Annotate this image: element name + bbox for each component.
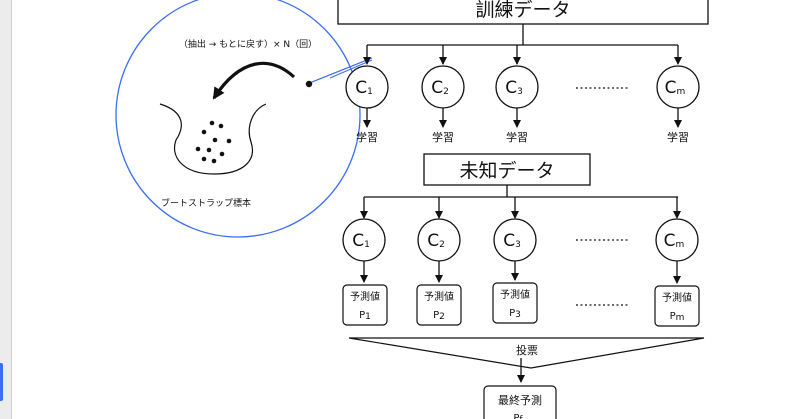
svg-text:C1: C1 — [355, 78, 373, 98]
unknown-section: 未知データ C1 予測値 P1 C2 予測値 P2 C3 予測値 — [342, 153, 700, 327]
train-classifier-m: Cm 学習 — [656, 45, 700, 144]
svg-text:Pm: Pm — [670, 311, 685, 323]
prediction-box-3 — [492, 282, 538, 324]
svg-text:予測値: 予測値 — [662, 291, 692, 304]
bootstrap-sample-label: ブートストラップ標本 — [161, 197, 251, 209]
prediction-box-2 — [416, 284, 462, 326]
final-prediction-box — [483, 385, 557, 419]
sampled-point — [305, 80, 313, 88]
svg-text:P3: P3 — [509, 308, 521, 320]
svg-text:予測値: 予測値 — [350, 290, 380, 303]
zoom-circle — [115, 0, 361, 238]
train-classifier-3: C3 学習 — [495, 45, 539, 144]
test-classifier-2: C2 予測値 P2 — [416, 197, 462, 326]
svg-text:C2: C2 — [427, 231, 445, 251]
svg-text:Cm: Cm — [664, 231, 685, 251]
final-prediction-label: 最終予測 — [498, 393, 542, 407]
learn-label: 学習 — [432, 130, 454, 144]
training-section: 訓練データ C1 学習 C2 学習 C3 学習 Cm — [337, 0, 709, 144]
zoom-leader-line-2 — [306, 57, 373, 85]
test-classifier-m: Cm 予測値 Pm — [654, 197, 700, 327]
unknown-data-title: 未知データ — [459, 160, 554, 182]
svg-text:Cm: Cm — [665, 78, 686, 98]
resample-arrow — [212, 61, 296, 100]
test-classifier-1: C1 予測値 P1 — [342, 197, 388, 326]
test-classifier-3: C3 予測値 P3 — [492, 197, 538, 324]
prediction-box-1 — [342, 284, 388, 326]
train-classifier-1: C1 学習 — [345, 45, 389, 144]
svg-text:P2: P2 — [433, 310, 445, 322]
training-data-title: 訓練データ — [475, 0, 570, 21]
svg-text:C2: C2 — [431, 78, 449, 98]
bootstrap-panel: （抽出 → もとに戻す）× N（回） ブートストラップ標本 — [115, 0, 373, 238]
learn-label: 学習 — [667, 130, 689, 144]
train-classifier-2: C2 学習 — [421, 45, 465, 144]
svg-text:P1: P1 — [359, 310, 371, 322]
learn-label: 学習 — [356, 130, 378, 144]
learn-label: 学習 — [506, 130, 528, 144]
svg-text:C3: C3 — [505, 78, 523, 98]
final-prediction-symbol: Pf — [513, 413, 523, 419]
vote-funnel — [348, 337, 705, 369]
unknown-data-box — [423, 153, 591, 186]
side-tab-handle[interactable] — [0, 363, 3, 401]
svg-text:予測値: 予測値 — [424, 290, 454, 303]
vote-label: 投票 — [516, 343, 538, 357]
voting-section: 投票 最終予測 Pf — [348, 337, 705, 419]
prediction-box-m — [654, 285, 700, 327]
svg-text:C1: C1 — [352, 231, 370, 251]
svg-text:予測値: 予測値 — [500, 288, 530, 301]
bag-points — [195, 120, 232, 164]
bag-outline — [159, 103, 267, 175]
svg-text:C3: C3 — [503, 231, 521, 251]
bootstrap-caption: （抽出 → もとに戻す）× N（回） — [179, 38, 317, 50]
window-left-edge — [0, 0, 12, 419]
